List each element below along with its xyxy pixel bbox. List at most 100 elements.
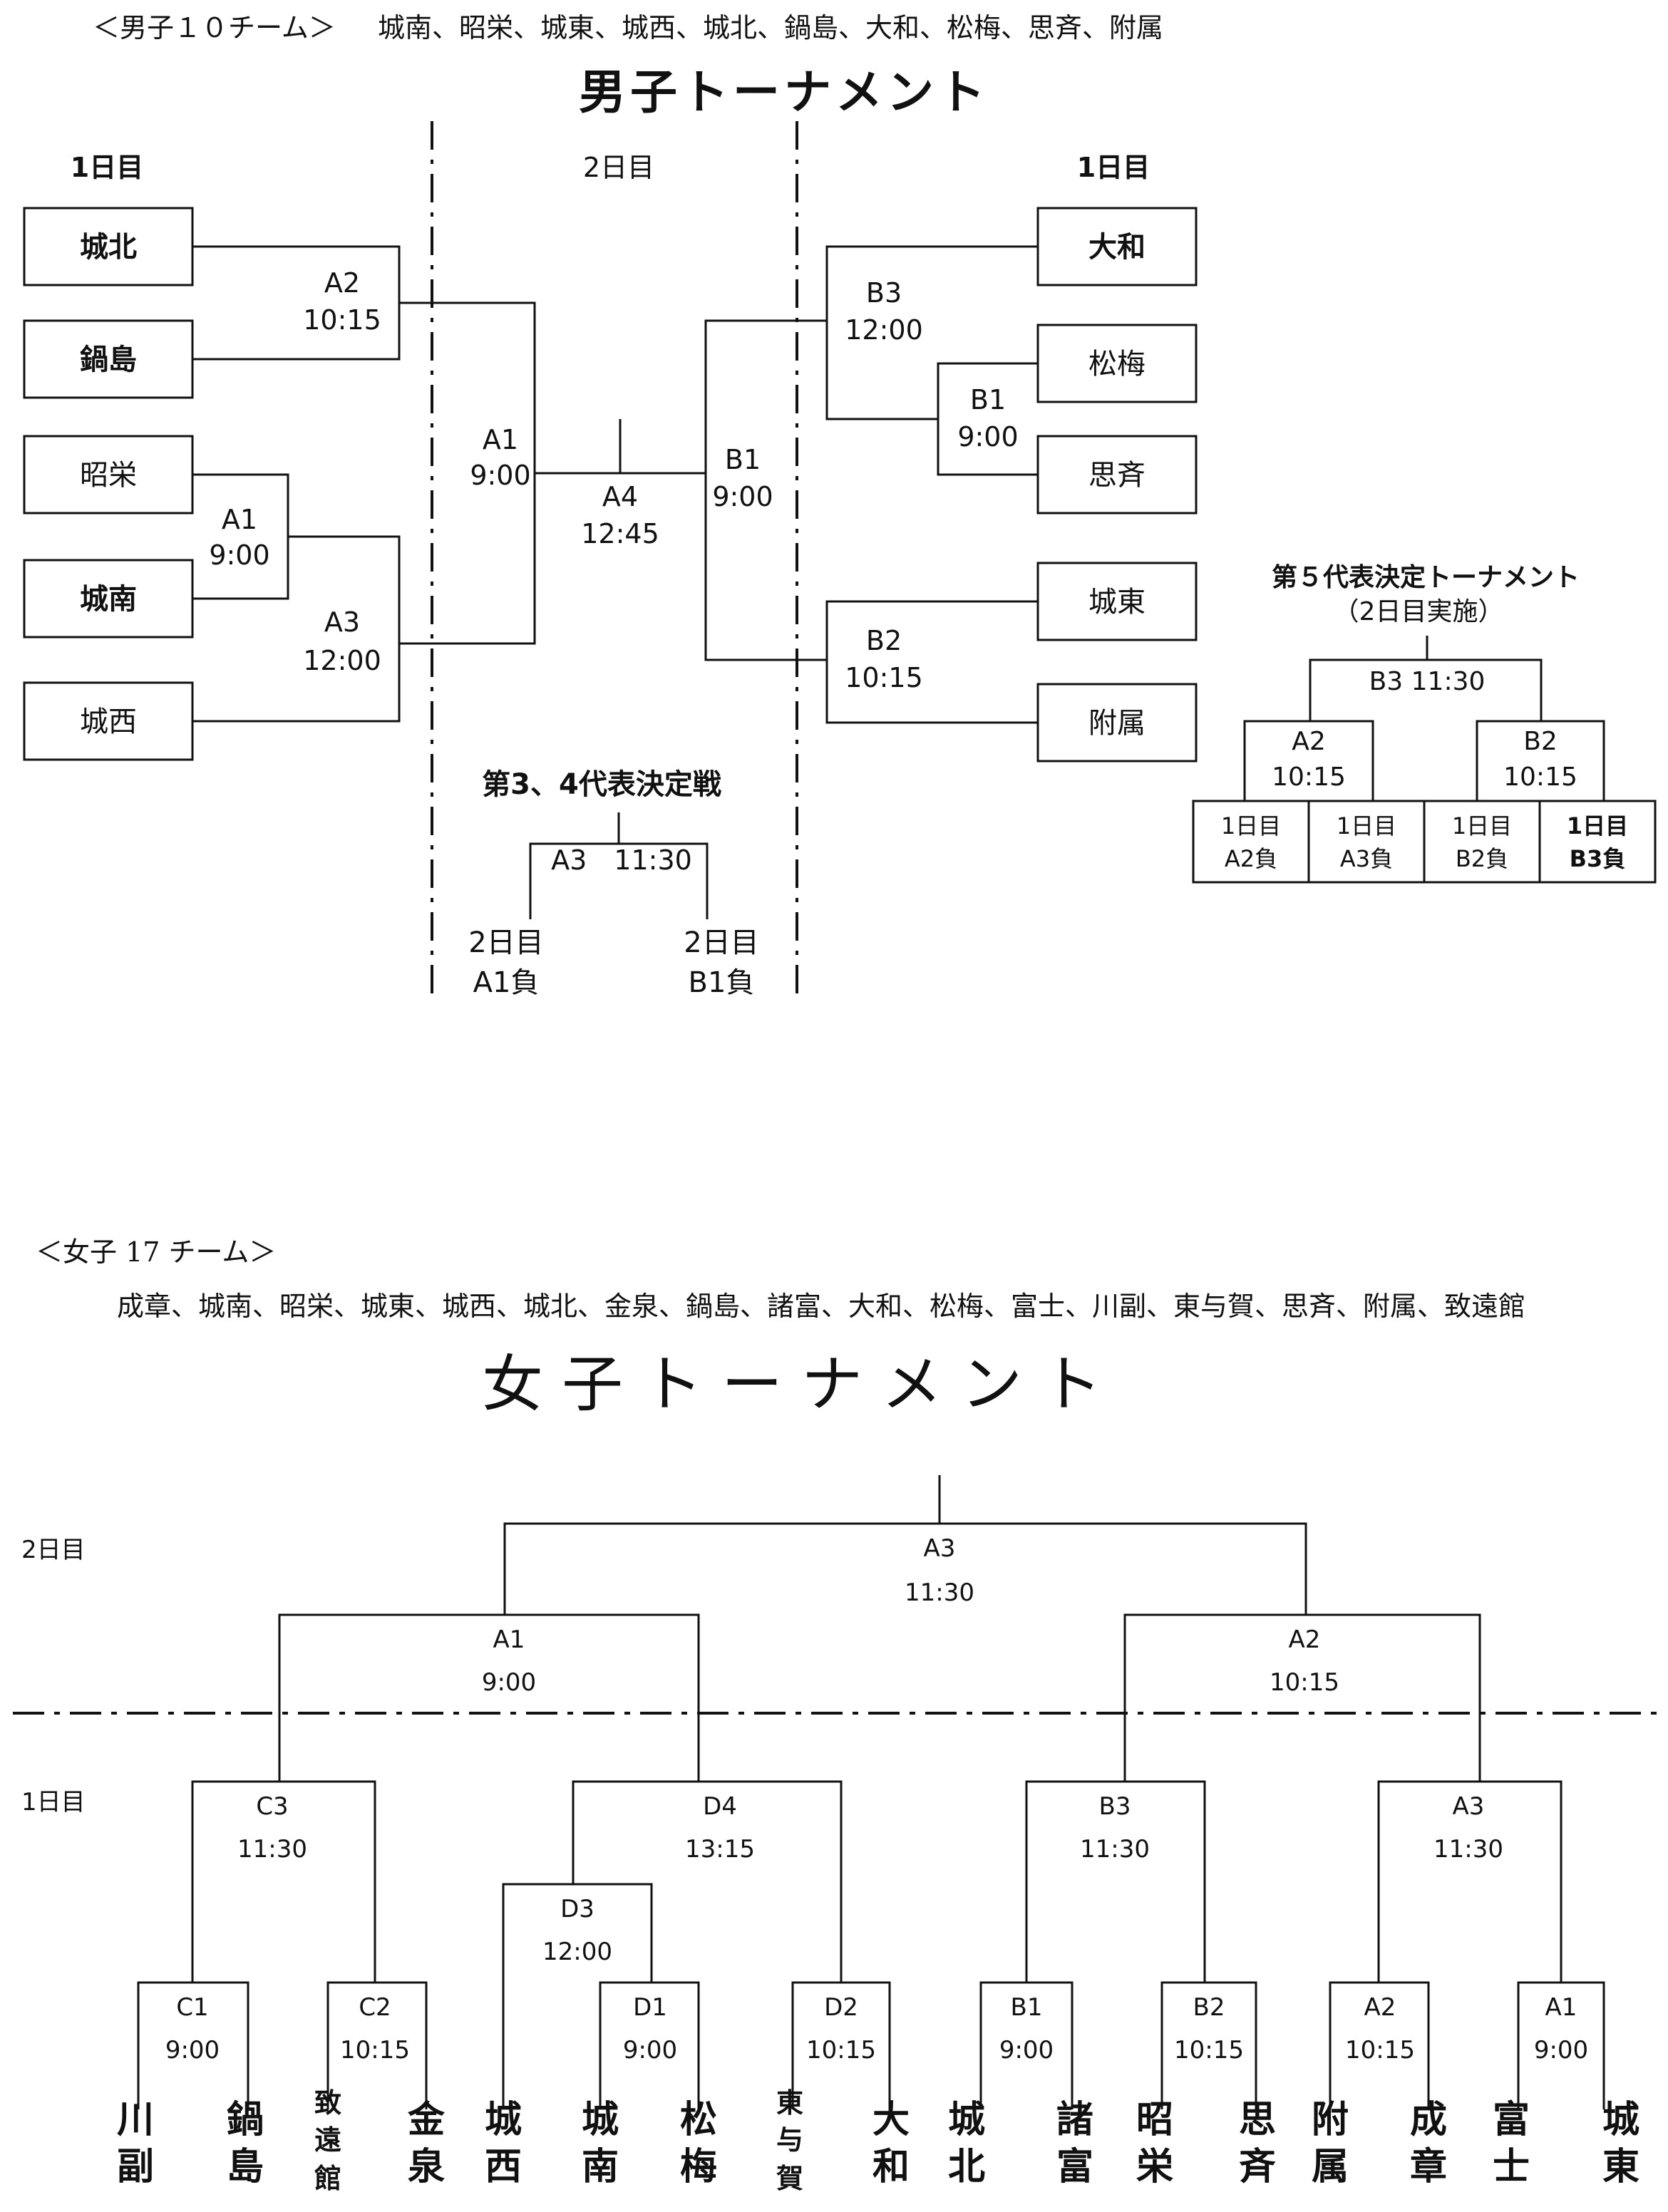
girls-a3-day1-label: A3 bbox=[1453, 1792, 1485, 1821]
girls-team-char: 賀 bbox=[776, 2163, 803, 2194]
boys-team-yamato: 大和 bbox=[1088, 231, 1146, 264]
girls-b3-time: 11:30 bbox=[1080, 1835, 1150, 1864]
boys-third-left-day: 2日目 bbox=[468, 926, 543, 959]
boys-team-fuzoku: 附属 bbox=[1088, 707, 1146, 740]
girls-d4-time: 13:15 bbox=[685, 1835, 755, 1864]
girls-team-char: 東 bbox=[1602, 2146, 1639, 2188]
boys-a2-label: A2 bbox=[324, 267, 360, 299]
girls-team-char: 副 bbox=[117, 2146, 154, 2188]
boys-a1-day2-time: 9:00 bbox=[470, 460, 530, 491]
boys-a1-day1-time: 9:00 bbox=[209, 539, 269, 571]
girls-team-char: 諸 bbox=[1056, 2099, 1093, 2141]
boys-team-josei: 城西 bbox=[80, 706, 137, 738]
girls-team-char: 富 bbox=[1493, 2099, 1530, 2141]
girls-a3-day1-time: 11:30 bbox=[1433, 1835, 1503, 1864]
girls-b1-label: B1 bbox=[1011, 1993, 1043, 2022]
boys-fifth-cell-loser: B3負 bbox=[1570, 845, 1626, 872]
boys-fifth-title: 第５代表決定トーナメント bbox=[1272, 563, 1580, 592]
boys-a3-day1-time: 12:00 bbox=[303, 645, 381, 676]
girls-d3-time: 12:00 bbox=[542, 1938, 612, 1966]
boys-third-match: A3 11:30 bbox=[551, 844, 692, 876]
girls-team-char: 斉 bbox=[1239, 2146, 1276, 2188]
girls-team-char: 栄 bbox=[1136, 2146, 1173, 2188]
boys-third-title: 第3、4代表決定戦 bbox=[482, 768, 721, 801]
girls-team-char: 城 bbox=[1602, 2099, 1639, 2141]
girls-d1-time: 9:00 bbox=[623, 2036, 677, 2064]
boys-team-johoku: 城北 bbox=[80, 231, 137, 264]
girls-team-char: 富 bbox=[1056, 2146, 1093, 2188]
girls-day2-label: 2日目 bbox=[21, 1536, 86, 1564]
girls-team-char: 東 bbox=[776, 2087, 803, 2119]
girls-bracket-lines bbox=[137, 1475, 1605, 2109]
girls-b3-label: B3 bbox=[1099, 1792, 1131, 1821]
boys-a2-time: 10:15 bbox=[303, 304, 381, 336]
boys-fifth-b2-label: B2 bbox=[1523, 727, 1558, 756]
boys-section: ＜男子１０チーム＞ 城南、昭栄、城東、城西、城北、鍋島、大和、松梅、思斉、附属 … bbox=[23, 12, 1657, 999]
boys-fifth-a2-time: 10:15 bbox=[1272, 763, 1346, 792]
girls-team-char: 西 bbox=[485, 2146, 522, 2188]
boys-b2-label: B2 bbox=[866, 625, 902, 656]
boys-header-label: ＜男子１０チーム＞ bbox=[93, 12, 336, 43]
girls-team-char: 思 bbox=[1239, 2099, 1276, 2141]
girls-team-char: 章 bbox=[1410, 2146, 1447, 2188]
boys-fifth-cell-loser: B2負 bbox=[1456, 845, 1508, 872]
girls-semi-left-label: A1 bbox=[493, 1626, 525, 1654]
boys-a3-day1-label: A3 bbox=[324, 606, 360, 638]
girls-team-char: 城 bbox=[948, 2099, 985, 2141]
girls-c3-time: 11:30 bbox=[237, 1835, 307, 1864]
girls-b2-label: B2 bbox=[1193, 1993, 1225, 2022]
boys-b3-time: 12:00 bbox=[845, 314, 923, 346]
boys-third-right-day: 2日目 bbox=[684, 926, 758, 959]
girls-team-char: 北 bbox=[948, 2146, 985, 2188]
girls-a1-day1-label: A1 bbox=[1545, 1993, 1577, 2022]
girls-d2-time: 10:15 bbox=[806, 2036, 876, 2064]
girls-b1-time: 9:00 bbox=[999, 2036, 1054, 2064]
boys-b1-day2-label: B1 bbox=[725, 444, 761, 475]
girls-team-char: 城 bbox=[582, 2099, 619, 2141]
girls-team-char: 城 bbox=[485, 2099, 522, 2141]
boys-fifth-b2-time: 10:15 bbox=[1503, 763, 1577, 792]
boys-b1-day2-time: 9:00 bbox=[712, 481, 773, 512]
girls-team-char: 遠 bbox=[314, 2124, 341, 2156]
girls-semi-right-time: 10:15 bbox=[1270, 1668, 1339, 1697]
boys-day-left: 1日目 bbox=[71, 152, 143, 183]
girls-team-char: 南 bbox=[582, 2146, 619, 2188]
boys-fifth-top: B3 11:30 bbox=[1369, 667, 1486, 696]
boys-team-joto: 城東 bbox=[1088, 586, 1146, 619]
boys-b1-day1-label: B1 bbox=[970, 384, 1006, 415]
boys-fifth-cell-loser: A2負 bbox=[1225, 845, 1277, 872]
boys-header-teams: 城南、昭栄、城東、城西、城北、鍋島、大和、松梅、思斉、附属 bbox=[378, 12, 1163, 43]
boys-third-right-loser: B1負 bbox=[689, 966, 755, 999]
boys-a1-day1-label: A1 bbox=[222, 504, 257, 535]
girls-team-char: 松 bbox=[680, 2099, 717, 2141]
boys-b2-time: 10:15 bbox=[845, 662, 923, 693]
girls-d4-label: D4 bbox=[703, 1792, 737, 1821]
girls-d2-label: D2 bbox=[824, 1993, 858, 2022]
girls-c1-label: C1 bbox=[176, 1993, 208, 2022]
girls-a1-day1-time: 9:00 bbox=[1534, 2036, 1588, 2064]
girls-team-char: 致 bbox=[314, 2087, 341, 2119]
boys-fifth-bracket bbox=[1192, 636, 1657, 884]
girls-team-char: 昭 bbox=[1136, 2099, 1173, 2141]
girls-team-char: 川 bbox=[117, 2099, 154, 2141]
girls-final-time: 11:30 bbox=[905, 1578, 974, 1607]
girls-day1-label: 1日目 bbox=[21, 1788, 86, 1816]
girls-team-char: 成 bbox=[1410, 2099, 1447, 2141]
boys-third-left-loser: A1負 bbox=[473, 966, 540, 999]
boys-fifth-cell-day: 1日目 bbox=[1567, 812, 1628, 839]
girls-team-char: 大 bbox=[872, 2099, 910, 2141]
girls-d3-label: D3 bbox=[560, 1895, 594, 1923]
girls-team-char: 島 bbox=[227, 2146, 264, 2188]
girls-c3-label: C3 bbox=[256, 1792, 288, 1821]
girls-team-char: 梅 bbox=[680, 2146, 717, 2188]
girls-team-char: 金 bbox=[407, 2099, 446, 2141]
girls-team-char: 鍋 bbox=[227, 2099, 264, 2141]
girls-semi-right-label: A2 bbox=[1289, 1626, 1321, 1654]
girls-team-char: 和 bbox=[872, 2146, 910, 2188]
boys-fifth-a2-label: A2 bbox=[1292, 727, 1326, 756]
boys-b1-day1-time: 9:00 bbox=[957, 421, 1018, 453]
boys-fifth-cell-day: 1日目 bbox=[1452, 812, 1512, 839]
boys-fifth-cell-day: 1日目 bbox=[1221, 812, 1281, 839]
boys-day-center: 2日目 bbox=[583, 152, 654, 183]
